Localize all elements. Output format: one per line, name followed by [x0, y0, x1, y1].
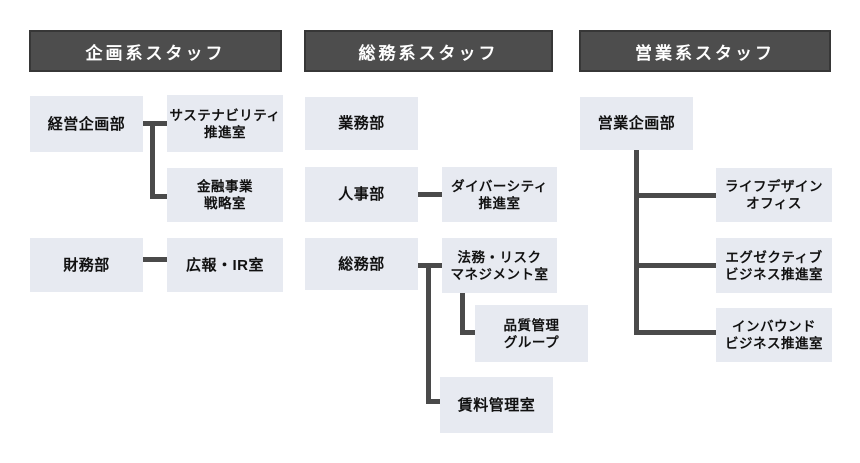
org-node-rent-management-office: 賃料管理室 — [440, 377, 553, 433]
org-node-label: オフィス — [746, 196, 802, 211]
org-node-label: 推進室 — [204, 124, 246, 140]
org-node-label: 推進室 — [478, 195, 521, 211]
connector-sales-branch-1 — [634, 193, 716, 198]
connector-sales-vertical — [634, 150, 639, 335]
org-node-label: グループ — [503, 334, 560, 350]
group-header-planning-staff: 企画系スタッフ — [29, 30, 282, 72]
org-node-label: サステナビリティ — [169, 107, 281, 123]
org-node-finance-dept: 財務部 — [30, 238, 143, 292]
org-node-label: 品質管理 — [503, 317, 560, 333]
org-node-label: 戦略室 — [204, 196, 246, 211]
group-header-sales-staff: 営業系スタッフ — [579, 30, 831, 72]
org-node-label: インバウンド — [732, 319, 816, 334]
org-node-inbound-business-promotion-office: インバウンドビジネス推進室 — [716, 308, 832, 362]
org-node-label: ダイバーシティ — [451, 178, 548, 194]
org-node-label: ビジネス推進室 — [725, 336, 823, 351]
group-header-general-affairs-staff: 総務系スタッフ — [304, 30, 553, 72]
org-node-operations-dept: 業務部 — [305, 97, 418, 150]
org-node-label: 人事部 — [338, 186, 385, 203]
org-node-legal-risk-management-office: 法務・リスクマネジメント室 — [442, 238, 557, 293]
connector-planning-top-branch — [143, 121, 167, 126]
connector-planning-vertical — [150, 121, 155, 199]
org-node-hr-dept: 人事部 — [305, 167, 418, 222]
org-node-diversity-promotion-office: ダイバーシティ推進室 — [442, 167, 557, 222]
org-node-life-design-office: ライフデザインオフィス — [716, 168, 832, 222]
org-node-label: エグゼクティブ — [725, 249, 823, 265]
org-node-financial-business-strategy-office: 金融事業戦略室 — [167, 168, 283, 222]
org-node-general-affairs-dept: 総務部 — [305, 238, 418, 290]
org-node-sales-planning-dept: 営業企画部 — [580, 97, 693, 150]
connector-sales-branch-2 — [634, 263, 716, 268]
org-node-label: ビジネス推進室 — [725, 266, 823, 282]
group-header-label: 営業系スタッフ — [635, 43, 775, 63]
group-header-label: 総務系スタッフ — [358, 43, 499, 63]
org-node-sustainability-promotion-office: サステナビリティ推進室 — [167, 95, 283, 152]
org-node-executive-business-promotion-office: エグゼクティブビジネス推進室 — [716, 238, 832, 293]
org-node-label: 営業企画部 — [597, 115, 676, 132]
org-node-label: 総務部 — [338, 255, 385, 273]
connector-sales-branch-3 — [634, 330, 716, 335]
org-node-label: 業務部 — [338, 115, 385, 132]
org-node-label: 財務部 — [63, 256, 110, 274]
org-node-label: 広報・IR室 — [185, 256, 264, 274]
org-node-label: マネジメント室 — [450, 266, 549, 282]
connector-general-affairs-vertical — [426, 263, 431, 404]
connector-hr-branch — [418, 192, 442, 197]
connector-legal-vertical — [460, 293, 465, 335]
connector-planning-bottom-branch — [150, 194, 167, 199]
connector-finance-branch — [143, 257, 167, 262]
org-node-label: ライフデザイン — [725, 179, 823, 194]
org-node-quality-control-group: 品質管理グループ — [475, 305, 588, 362]
group-header-label: 企画系スタッフ — [85, 43, 226, 63]
org-node-label: 経営企画部 — [47, 115, 126, 133]
org-node-label: 金融事業 — [197, 179, 253, 194]
org-node-label: 法務・リスク — [457, 249, 542, 265]
org-node-corporate-planning-dept: 経営企画部 — [30, 96, 143, 152]
org-node-pr-ir-office: 広報・IR室 — [167, 238, 283, 292]
org-node-label: 賃料管理室 — [457, 396, 536, 414]
connector-quality-branch — [460, 330, 475, 335]
connector-rent-branch — [426, 399, 440, 404]
